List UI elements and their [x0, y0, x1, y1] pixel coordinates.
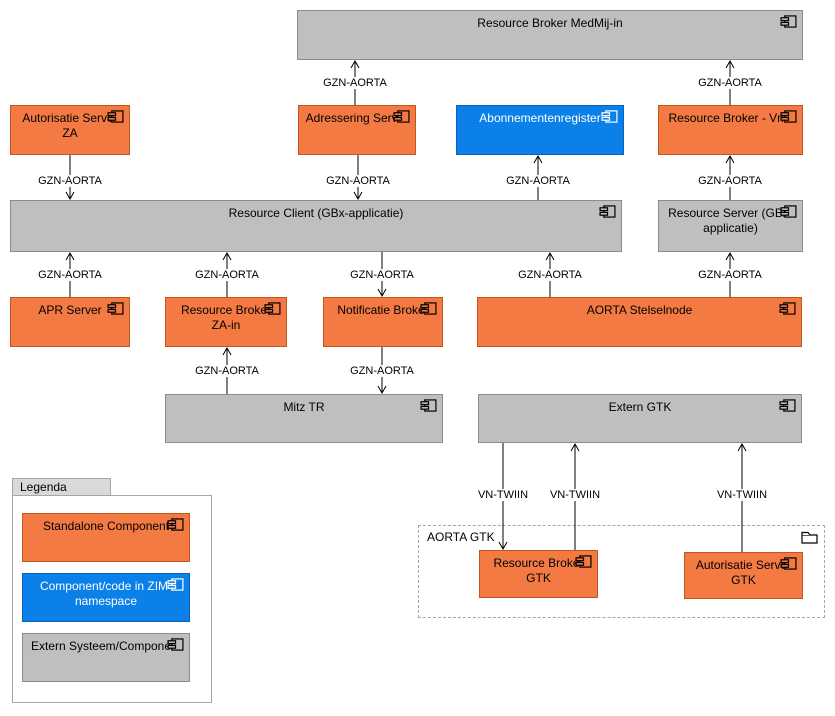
connection-label: GZN-AORTA: [320, 77, 390, 89]
component-icon: [780, 110, 797, 123]
connection-label: VN-TWIIN: [546, 489, 604, 501]
component-icon: [601, 110, 618, 123]
node-label: Abonnementenregister: [479, 111, 601, 125]
node-label: Extern GTK: [608, 400, 672, 414]
connection-label: VN-TWIIN: [713, 489, 771, 501]
connection-label: GZN-AORTA: [35, 175, 105, 187]
node-autorisatie-server-gtk: Autorisatie Server GTK: [684, 552, 803, 599]
node-aorta-stelselnode: AORTA Stelselnode: [477, 297, 802, 347]
component-icon: [420, 399, 437, 412]
node-apr-server: APR Server: [10, 297, 130, 347]
node-label: Resource Broker - VnC: [668, 111, 793, 125]
node-label: Autorisatie Server ZA: [22, 111, 118, 140]
legend-item-label: Standalone Component: [42, 519, 170, 533]
legend-item-label: Component/code in ZIM-namespace: [39, 579, 173, 608]
node-label: Notificatie Broker: [337, 303, 429, 317]
connection-label: GZN-AORTA: [192, 365, 262, 377]
component-icon: [420, 302, 437, 315]
connection-label: GZN-AORTA: [35, 269, 105, 281]
connection-label: GZN-AORTA: [347, 365, 417, 377]
component-icon: [107, 302, 124, 315]
node-resource-client: Resource Client (GBx-applicatie): [10, 200, 622, 252]
legend-item-label: Extern Systeem/Component: [30, 639, 182, 653]
connection-label: GZN-AORTA: [695, 269, 765, 281]
component-icon: [780, 557, 797, 570]
connection-label: VN-TWIIN: [474, 489, 532, 501]
node-mitz-tr: Mitz TR: [165, 394, 443, 443]
node-label: Resource Client (GBx-applicatie): [228, 206, 404, 220]
node-label: Resource Server (GBx-applicatie): [668, 206, 793, 235]
node-extern-gtk: Extern GTK: [478, 394, 802, 443]
node-label: APR Server: [38, 303, 102, 317]
node-label: AORTA Stelselnode: [586, 303, 693, 317]
component-icon: [167, 638, 184, 651]
component-icon: [264, 302, 281, 315]
node-label: Autorisatie Server GTK: [695, 558, 792, 587]
node-label: Adressering Server: [305, 111, 409, 125]
connection-label: GZN-AORTA: [192, 269, 262, 281]
component-icon: [107, 110, 124, 123]
node-abonnementenregister: Abonnementenregister: [456, 105, 624, 155]
connection-label: GZN-AORTA: [515, 269, 585, 281]
node-label: Mitz TR: [283, 400, 325, 414]
component-icon: [780, 205, 797, 218]
node-autorisatie-server-za: Autorisatie Server ZA: [10, 105, 130, 155]
node-resource-broker-medmij-in: Resource Broker MedMij-in: [297, 10, 803, 60]
node-label: Resource Broker GTK: [493, 556, 584, 585]
connection-label: GZN-AORTA: [695, 77, 765, 89]
connection-label: GZN-AORTA: [503, 175, 573, 187]
component-icon: [779, 399, 796, 412]
legend-item-standalone-component: Standalone Component: [22, 513, 190, 562]
connection-label: GZN-AORTA: [347, 269, 417, 281]
component-icon: [599, 205, 616, 218]
node-resource-broker-za-in: Resource Broker ZA-in: [165, 297, 287, 347]
node-adressering-server: Adressering Server: [298, 105, 416, 155]
component-icon: [167, 518, 184, 531]
connection-label: GZN-AORTA: [323, 175, 393, 187]
legend-item-extern-systeem: Extern Systeem/Component: [22, 633, 190, 682]
node-label: Resource Broker MedMij-in: [477, 16, 623, 30]
component-icon: [393, 110, 410, 123]
legend-title: Legenda: [20, 480, 67, 494]
legend-title-tab: Legenda: [12, 478, 111, 496]
component-icon: [780, 15, 797, 28]
node-label: Resource Broker ZA-in: [180, 303, 272, 332]
legend-item-zim-namespace: Component/code in ZIM-namespace: [22, 573, 190, 622]
group-aorta-gtk-label: AORTA GTK: [427, 530, 495, 544]
node-notificatie-broker: Notificatie Broker: [323, 297, 443, 347]
component-icon: [575, 555, 592, 568]
node-resource-broker-vnc: Resource Broker - VnC: [658, 105, 803, 155]
connection-label: GZN-AORTA: [695, 175, 765, 187]
node-resource-broker-gtk: Resource Broker GTK: [479, 550, 598, 598]
component-icon: [167, 578, 184, 591]
component-icon: [779, 302, 796, 315]
folder-icon: [801, 531, 818, 544]
node-resource-server: Resource Server (GBx-applicatie): [658, 200, 803, 252]
